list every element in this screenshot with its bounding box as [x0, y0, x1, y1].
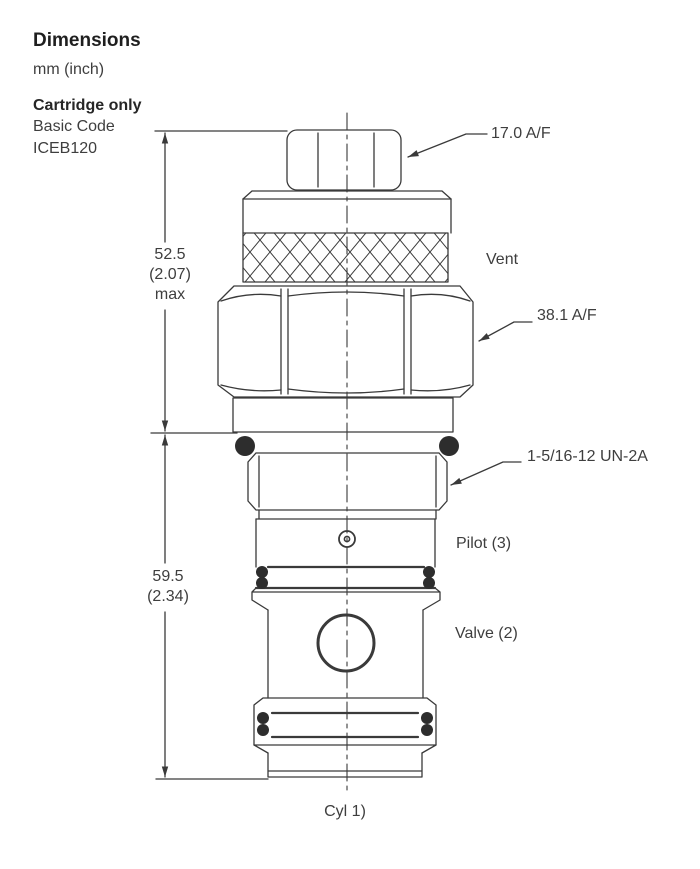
leader-38-af	[478, 321, 533, 342]
callout-body-hex: 38.1 A/F	[537, 307, 597, 324]
thread-section	[247, 452, 448, 511]
dimension-52-5	[150, 130, 288, 434]
dim-lower-inch: (2.34)	[126, 588, 210, 606]
leader-17-af	[407, 133, 488, 158]
dim-upper-inch: (2.07)	[128, 266, 212, 284]
callout-valve-port: Valve (2)	[455, 625, 518, 642]
dim-upper-mm: 52.5	[128, 246, 212, 264]
callout-pilot-port: Pilot (3)	[456, 535, 512, 552]
dimension-59-5	[155, 434, 269, 780]
thread-neck	[255, 509, 437, 520]
dim-lower-mm: 59.5	[126, 568, 210, 586]
o-ring-band-1	[251, 565, 441, 611]
adjuster-hex-nut	[286, 129, 402, 191]
locating-shoulder	[232, 397, 454, 433]
cartridge-only-heading: Cartridge only	[33, 97, 142, 114]
dim-upper-qualifier: max	[128, 286, 212, 304]
callout-vent: Vent	[486, 251, 519, 268]
basic-code-label: Basic Code	[33, 118, 115, 135]
units-label: mm (inch)	[33, 61, 105, 78]
basic-code-value: ICEB120	[33, 140, 98, 157]
adjuster-cap	[242, 190, 452, 234]
body-hex	[217, 285, 474, 398]
o-ring-top	[235, 436, 459, 456]
pilot-port-hole	[338, 530, 356, 548]
pilot-body-section	[255, 518, 436, 568]
page-title: Dimensions	[33, 30, 141, 51]
valve-port-hole	[316, 613, 376, 673]
valve-body-section	[267, 609, 424, 699]
callout-adjust-hex: 17.0 A/F	[491, 125, 551, 142]
callout-thread: 1-5/16-12 UN-2A	[527, 448, 648, 465]
o-ring-band-2	[253, 697, 437, 754]
leader-thread	[450, 461, 522, 486]
knurl-band	[242, 232, 449, 283]
cartridge-nose	[267, 752, 423, 778]
callout-cyl-port: Cyl 1)	[324, 803, 366, 820]
